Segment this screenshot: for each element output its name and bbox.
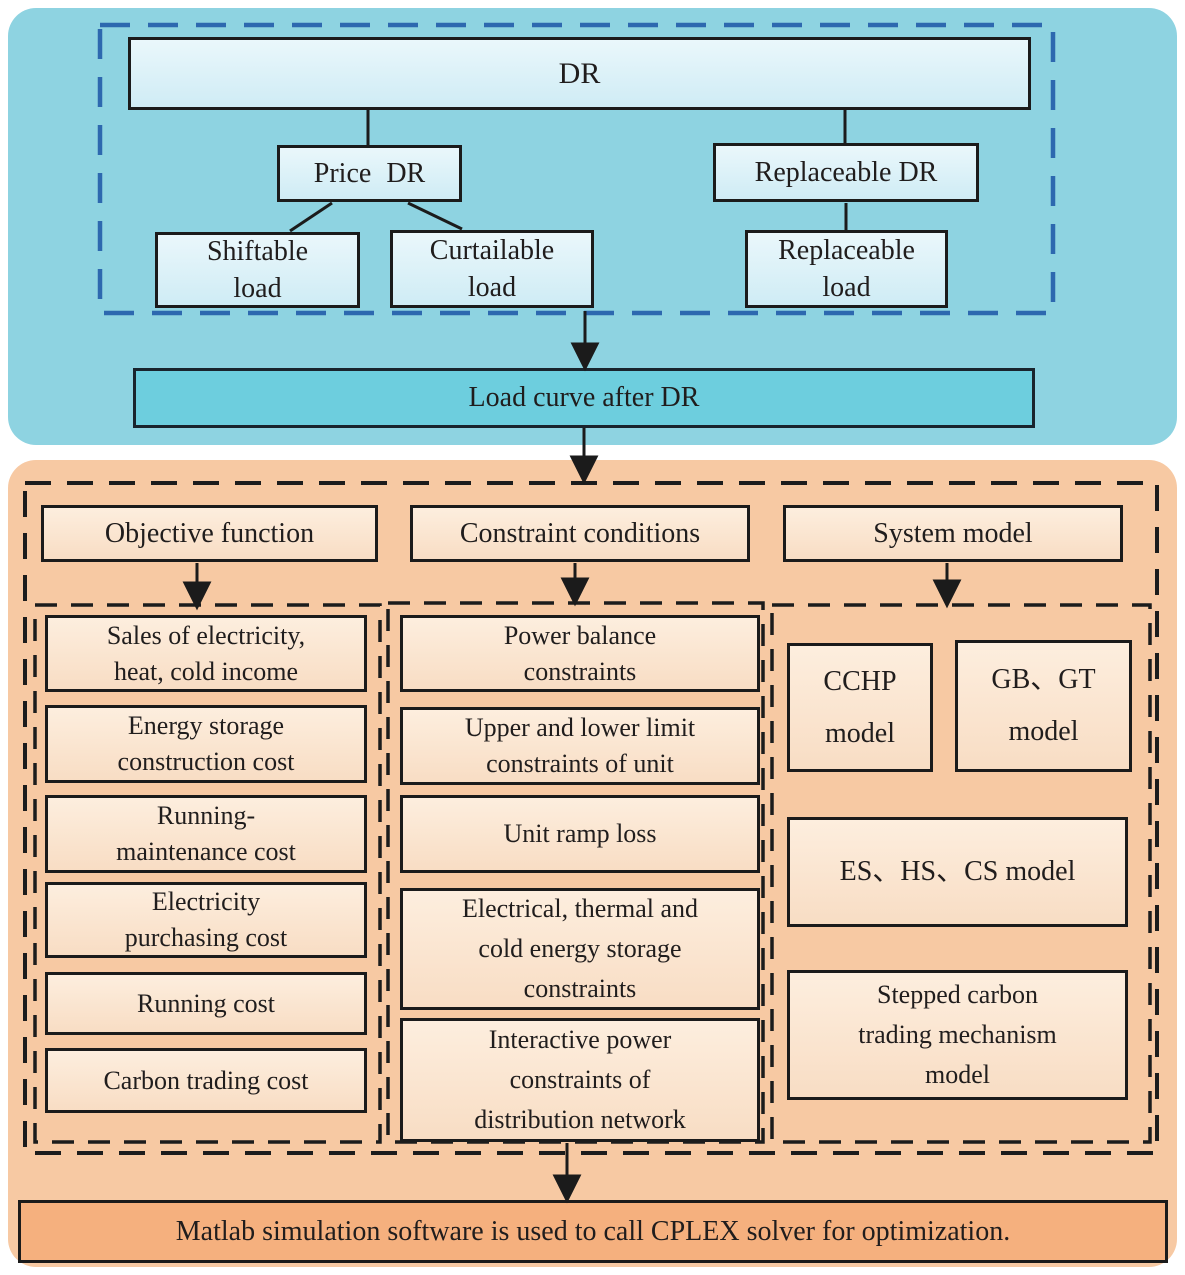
system-item-cchp-model: CCHP model — [787, 643, 933, 772]
constraint-item-unit-ramp-loss: Unit ramp loss — [400, 795, 760, 873]
curtailable-load-box: Curtailable load — [390, 230, 594, 308]
system-item-es-hs-cs-model: ES、HS、CS model — [787, 817, 1128, 927]
replaceable-dr-box: Replaceable DR — [713, 143, 979, 202]
constraint-item-power-balance: Power balance constraints — [400, 615, 760, 692]
objective-item-storage-construction-cost: Energy storage construction cost — [45, 705, 367, 783]
system-model-header: System model — [783, 505, 1123, 562]
matlab-cplex-footer: Matlab simulation software is used to ca… — [18, 1200, 1168, 1263]
load-curve-box: Load curve after DR — [133, 368, 1035, 428]
replaceable-load-box: Replaceable load — [745, 230, 948, 308]
constraint-item-upper-lower-limit: Upper and lower limit constraints of uni… — [400, 707, 760, 785]
system-item-gb-gt-model: GB、GT model — [955, 640, 1132, 772]
objective-item-running-maintenance-cost: Running- maintenance cost — [45, 795, 367, 873]
constraint-item-interactive-power: Interactive power constraints of distrib… — [400, 1018, 760, 1142]
objective-function-header: Objective function — [41, 505, 378, 562]
price-dr-box: Price DR — [277, 145, 462, 202]
dr-root-box: DR — [128, 37, 1031, 110]
constraint-conditions-header: Constraint conditions — [410, 505, 750, 562]
objective-item-running-cost: Running cost — [45, 972, 367, 1035]
system-item-stepped-carbon-model: Stepped carbon trading mechanism model — [787, 970, 1128, 1100]
objective-item-carbon-trading-cost: Carbon trading cost — [45, 1048, 367, 1113]
objective-item-sales-income: Sales of electricity, heat, cold income — [45, 615, 367, 692]
shiftable-load-box: Shiftable load — [155, 232, 360, 308]
constraint-item-energy-storage: Electrical, thermal and cold energy stor… — [400, 888, 760, 1010]
objective-item-electricity-purchasing-cost: Electricity purchasing cost — [45, 882, 367, 958]
